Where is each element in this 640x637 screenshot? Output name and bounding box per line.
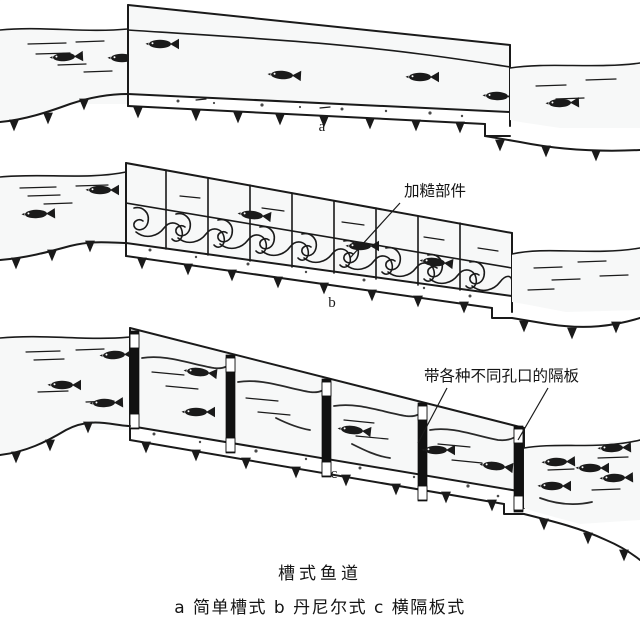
panel-c-baffled: c 带各种不同孔口的隔板 xyxy=(0,327,640,561)
panel-b-downstream-water xyxy=(511,247,640,312)
panel-a-trough xyxy=(127,4,517,137)
panel-a-simple-trough: a xyxy=(0,0,640,161)
panel-a-ground-line xyxy=(0,93,640,161)
leader-line-2 xyxy=(517,387,549,441)
caption-subtitle: a 简单槽式 b 丹尼尔式 c 横隔板式 xyxy=(174,598,466,618)
annotation-orifice-baffles: 带各种不同孔口的隔板 xyxy=(417,367,579,444)
figure-caption: 槽式鱼道 a 简单槽式 b 丹尼尔式 c 横隔板式 xyxy=(174,564,466,618)
panel-b-upstream-water xyxy=(0,171,127,260)
panel-c-ground-line xyxy=(0,421,640,561)
baffle-1 xyxy=(129,330,140,430)
baffle-5 xyxy=(513,425,524,513)
panel-letter-a: a xyxy=(319,119,326,135)
panel-a-upstream-water xyxy=(0,0,141,122)
panel-b-ground-line xyxy=(0,240,640,339)
leader-line-1 xyxy=(417,387,448,444)
panel-c-baffles xyxy=(129,330,524,513)
baffle-4 xyxy=(417,402,428,502)
annotation-roughness-label: 加糙部件 xyxy=(404,182,466,200)
panel-c-downstream-water xyxy=(523,439,640,524)
panel-c-upstream-water xyxy=(0,335,134,455)
panel-b-denil: b 加糙部件 xyxy=(0,162,640,339)
panel-b-roughness-elements xyxy=(133,206,513,292)
baffle-2 xyxy=(225,354,236,454)
panel-b-trough xyxy=(125,162,513,319)
panel-a-downstream-water xyxy=(509,62,640,128)
caption-title: 槽式鱼道 xyxy=(278,564,362,584)
baffle-3 xyxy=(321,378,332,478)
annotation-baffles-label: 带各种不同孔口的隔板 xyxy=(424,367,579,385)
panel-letter-c: c xyxy=(331,466,338,482)
panel-letter-b: b xyxy=(328,295,336,311)
annotation-roughness-elements: 加糙部件 xyxy=(349,182,466,259)
leader-line xyxy=(349,202,401,259)
panel-c-trough xyxy=(129,327,525,515)
